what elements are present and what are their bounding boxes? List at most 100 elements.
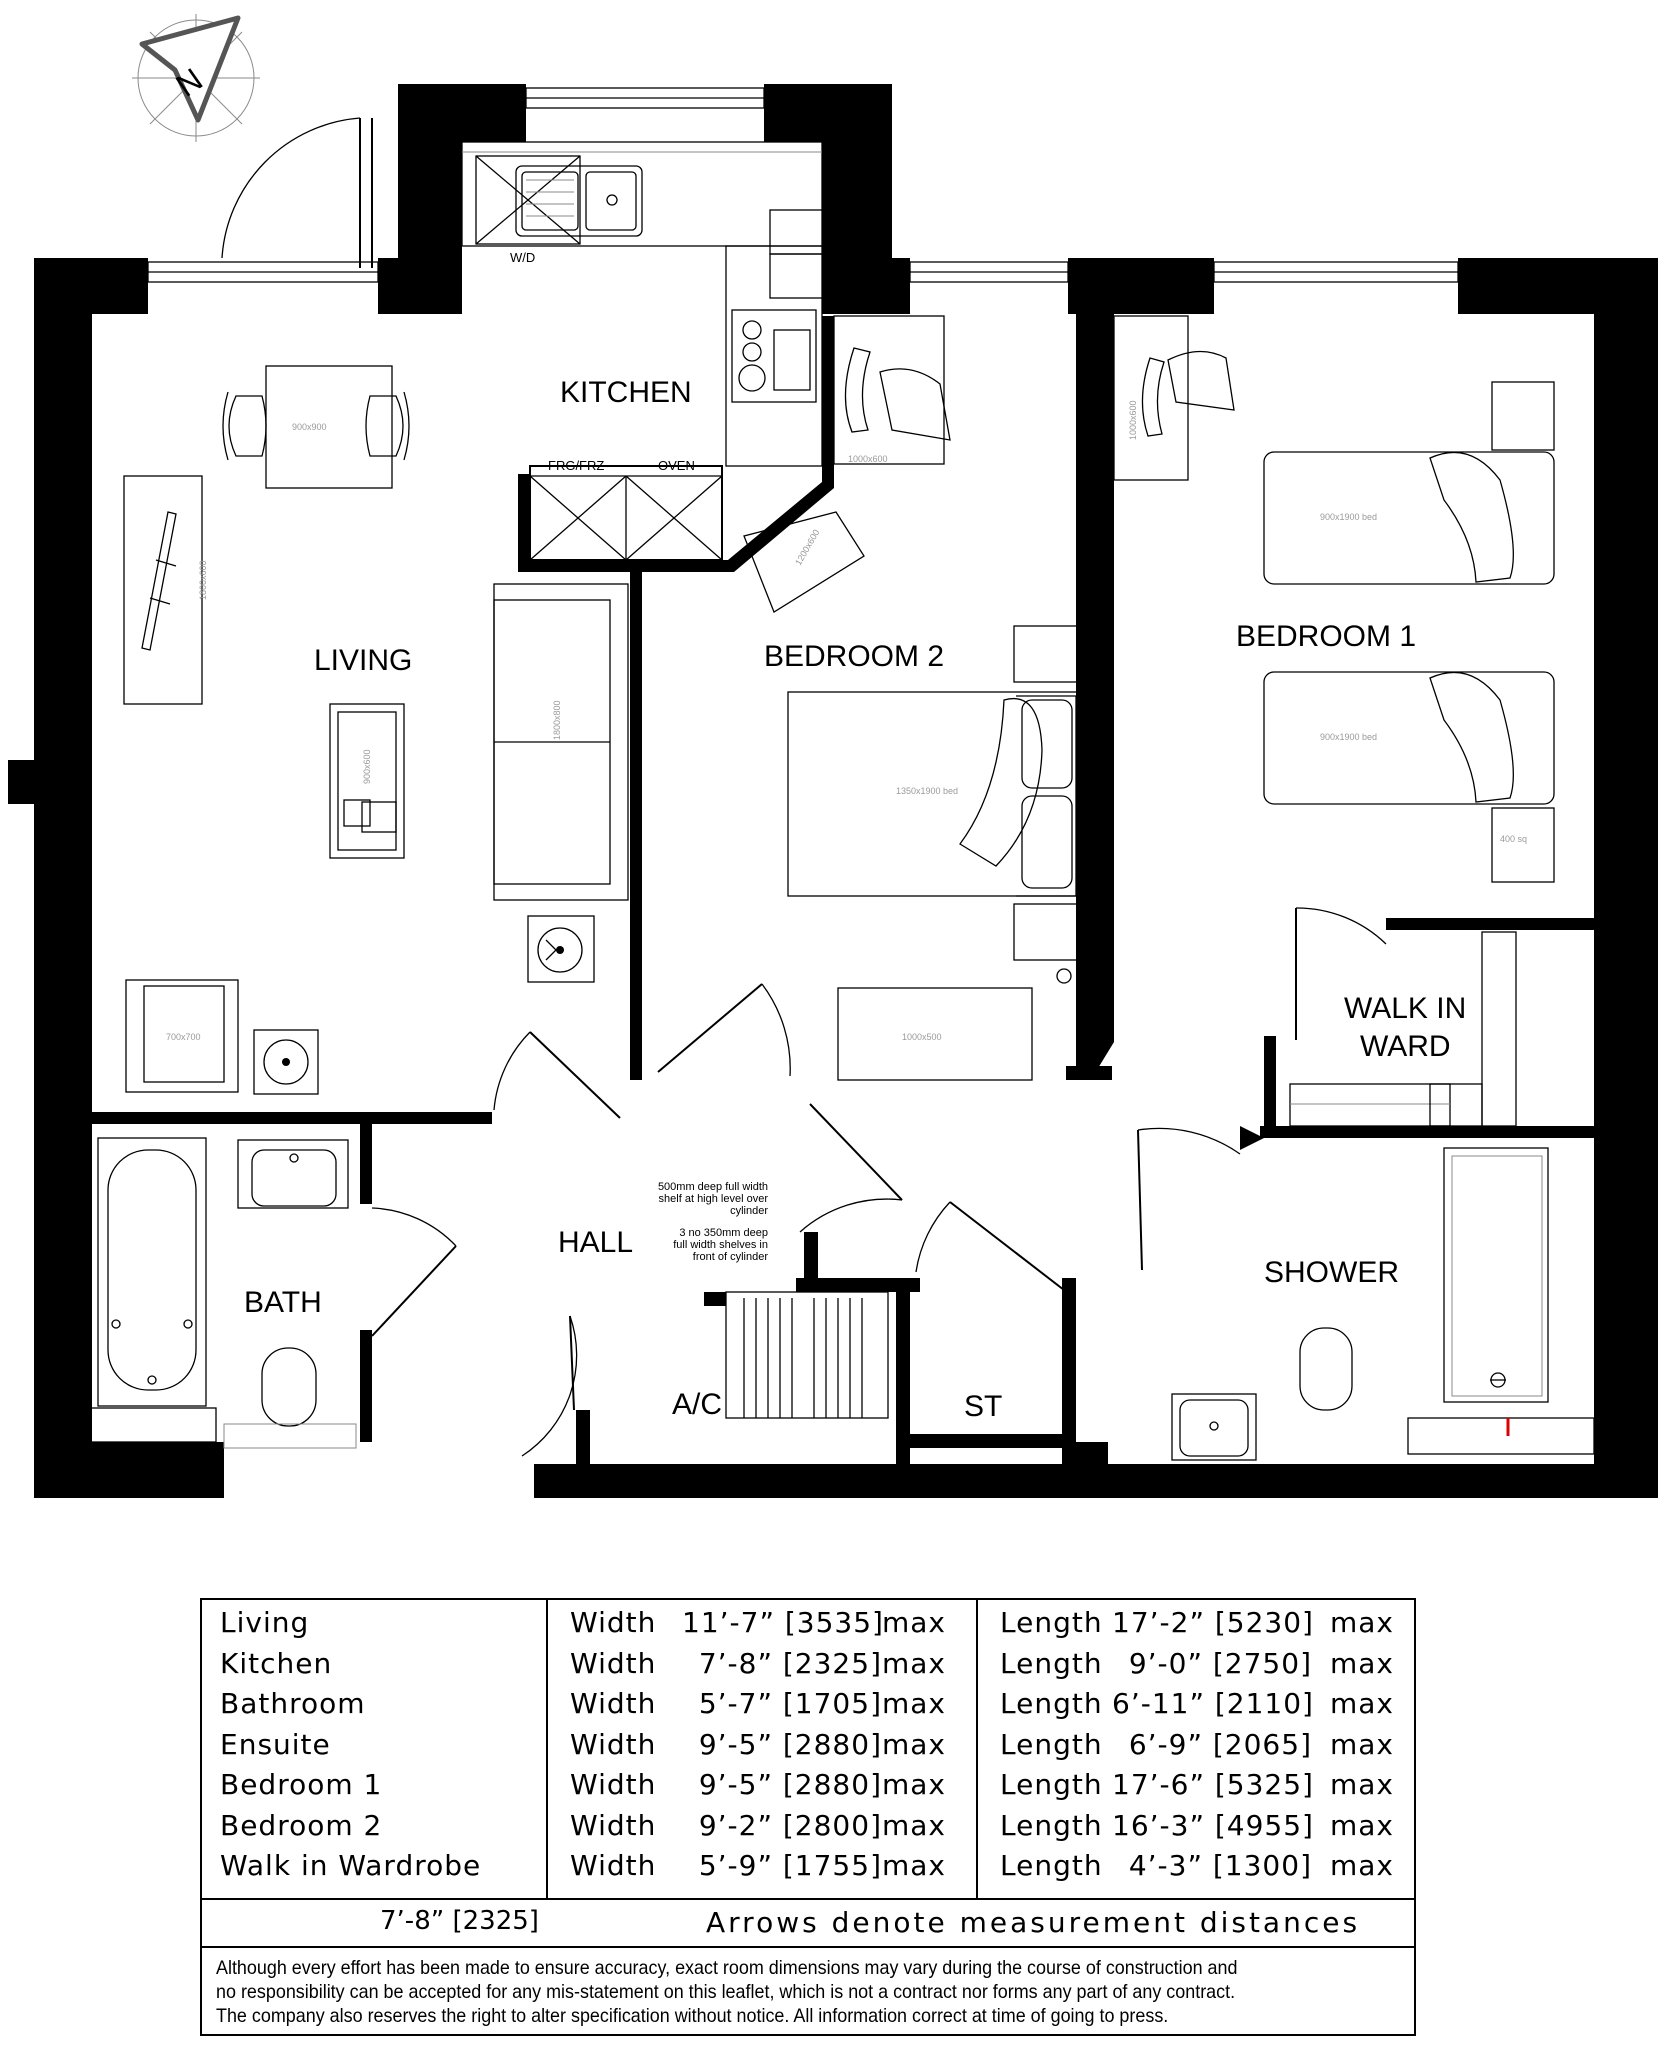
doors xyxy=(221,117,1387,1457)
desk2-size: 1000x600 xyxy=(848,454,888,464)
bedroom2-furniture: 1000x600 1200x600 1350x1900 bed 1000x500 xyxy=(743,315,1079,1081)
bedroom1-label: BEDROOM 1 xyxy=(1236,620,1416,653)
length-value: 16’-3” [4955] xyxy=(1112,1808,1314,1842)
external-walls xyxy=(8,84,1658,1498)
room-name: Living xyxy=(220,1606,310,1639)
bedroom2-label: BEDROOM 2 xyxy=(764,640,944,673)
width-suffix: max xyxy=(882,1687,947,1720)
width-label: Width xyxy=(570,1727,657,1761)
armchair-size: 700x700 xyxy=(166,1032,201,1042)
walkin-label-line2: WARD xyxy=(1360,1030,1451,1063)
shower-fittings xyxy=(1171,1147,1595,1461)
oven-label: OVEN xyxy=(658,458,695,473)
bedroom1-furniture: 1000x600 900x1900 bed 900x1900 bed 400 s… xyxy=(1113,315,1555,883)
room-name: Bathroom xyxy=(220,1687,366,1720)
length-suffix: max xyxy=(1330,1727,1395,1761)
length-suffix: max xyxy=(1330,1606,1395,1639)
svg-text:full width shelves in: full width shelves in xyxy=(673,1239,768,1251)
svg-text:front of cylinder: front of cylinder xyxy=(693,1251,769,1263)
width-suffix: max xyxy=(882,1646,947,1680)
footer-dimension: 7’-8” [2325] xyxy=(380,1906,539,1936)
length-suffix: max xyxy=(1330,1646,1395,1680)
chest-size: 1200x600 xyxy=(793,528,821,567)
width-suffix: max xyxy=(882,1849,947,1882)
length-label: Length xyxy=(1000,1727,1103,1761)
svg-text:500mm deep full width: 500mm deep full width xyxy=(658,1181,768,1193)
length-value: 6’-9” [2065] xyxy=(1128,1727,1312,1761)
svg-text:3 no 350mm deep: 3 no 350mm deep xyxy=(679,1227,768,1239)
length-suffix: max xyxy=(1330,1768,1395,1801)
width-value: 9’-2” [2800] xyxy=(698,1808,882,1842)
room-name: Kitchen xyxy=(220,1646,333,1680)
north-compass: N xyxy=(132,14,260,142)
width-value: 5’-9” [1755] xyxy=(698,1849,882,1882)
airing-cupboard xyxy=(725,1291,889,1419)
room-name: Bedroom 1 xyxy=(220,1768,383,1801)
bedside-size: 400 sq xyxy=(1500,834,1527,844)
hall-label: HALL xyxy=(558,1226,633,1259)
width-label: Width xyxy=(570,1768,657,1801)
windows xyxy=(147,87,1459,283)
tv-unit-icon xyxy=(141,511,177,651)
bed2-size: 1350x1900 bed xyxy=(896,786,958,796)
coffee-table-size: 900x600 xyxy=(362,749,372,784)
kitchen-units: W/D FRG/FRZ OVEN xyxy=(461,141,827,561)
bath-label: BATH xyxy=(244,1286,322,1319)
dining-table-size: 900x900 xyxy=(292,422,327,432)
width-suffix: max xyxy=(882,1768,947,1801)
disclaimer-line: no responsibility can be accepted for an… xyxy=(216,1981,1236,2003)
svg-text:cylinder: cylinder xyxy=(730,1205,768,1217)
fridge-label: FRG/FRZ xyxy=(548,458,604,473)
length-label: Length xyxy=(1000,1646,1103,1680)
length-suffix: max xyxy=(1330,1808,1395,1842)
hob-icon xyxy=(731,309,817,403)
desk1-size: 1000x600 xyxy=(1128,400,1138,440)
disclaimer-line: Although every effort has been made to e… xyxy=(216,1957,1238,1979)
width-label: Width xyxy=(570,1646,657,1680)
room-name: Walk in Wardrobe xyxy=(220,1849,482,1882)
svg-text:shelf at high level over: shelf at high level over xyxy=(659,1193,769,1205)
living-label: LIVING xyxy=(314,644,412,677)
length-label: Length xyxy=(1000,1849,1103,1882)
length-label: Length xyxy=(1000,1808,1103,1842)
width-label: Width xyxy=(570,1808,657,1842)
rug-size: 1800x600 xyxy=(198,560,208,600)
floor-plan: N xyxy=(8,14,1658,1498)
width-label: Width xyxy=(570,1606,657,1639)
length-label: Length xyxy=(1000,1606,1103,1639)
width-label: Width xyxy=(570,1849,657,1882)
arrows-note: Arrows denote measurement distances xyxy=(706,1906,1361,1939)
walkin-label-line1: WALK IN xyxy=(1344,992,1466,1025)
disclaimer-line: The company also reserves the right to a… xyxy=(216,2005,1169,2027)
kitchen-label: KITCHEN xyxy=(560,376,692,409)
width-value: 11’-7” [3535] xyxy=(682,1606,884,1639)
length-label: Length xyxy=(1000,1687,1103,1720)
length-label: Length xyxy=(1000,1768,1103,1801)
width-suffix: max xyxy=(882,1808,947,1842)
length-suffix: max xyxy=(1330,1687,1395,1720)
length-value: 17’-2” [5230] xyxy=(1112,1606,1314,1639)
room-name: Ensuite xyxy=(220,1727,331,1761)
hall-shelving-note: 500mm deep full width shelf at high leve… xyxy=(658,1181,768,1263)
ac-label: A/C xyxy=(672,1388,722,1421)
sofa-size: 1800x800 xyxy=(552,700,562,740)
length-value: 9’-0” [2750] xyxy=(1128,1646,1312,1680)
width-value: 5’-7” [1705] xyxy=(698,1687,882,1720)
st-label: ST xyxy=(964,1390,1002,1423)
width-suffix: max xyxy=(882,1606,947,1639)
room-name: Bedroom 2 xyxy=(220,1808,383,1842)
internal-walls xyxy=(92,314,1596,1468)
side-lamp-icon xyxy=(253,1029,319,1095)
width-suffix: max xyxy=(882,1727,947,1761)
shower-label: SHOWER xyxy=(1264,1256,1399,1289)
length-suffix: max xyxy=(1330,1849,1395,1882)
length-value: 17’-6” [5325] xyxy=(1112,1768,1314,1801)
